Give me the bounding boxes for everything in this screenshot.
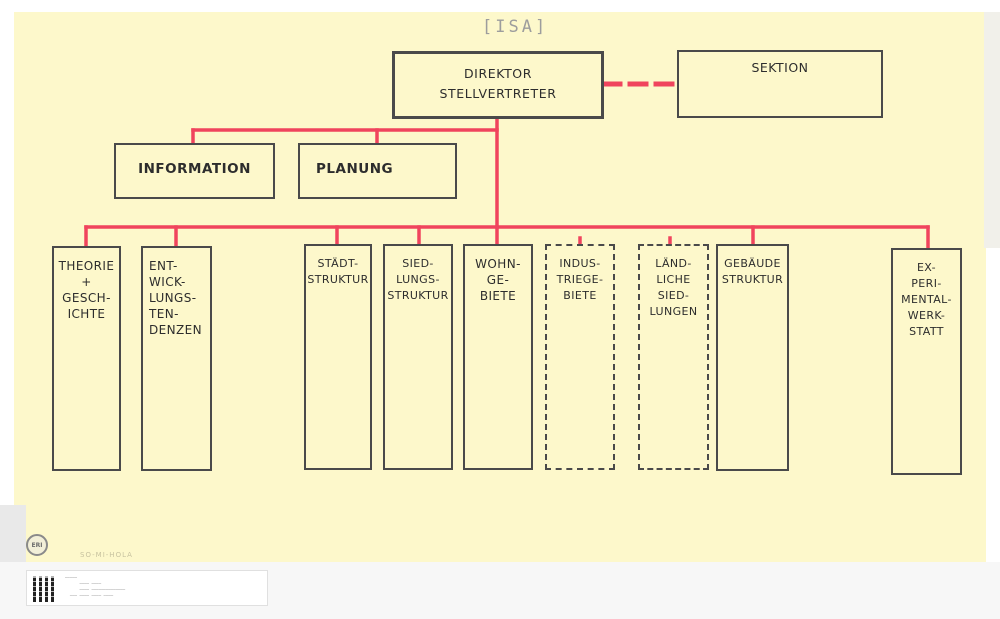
department-staedt: STÄDT- STRUKTUR xyxy=(304,244,372,470)
label-line: PERI- xyxy=(911,277,942,290)
section-label: SEKTION xyxy=(751,60,809,75)
department-label: SIED- LUNGS- STRUKTUR xyxy=(385,256,451,304)
section-box: SEKTION xyxy=(677,50,883,118)
director-line-1: DIREKTOR xyxy=(463,66,533,81)
label-line: STATT xyxy=(909,325,944,338)
label-line: + xyxy=(81,275,92,289)
qr-code-icon xyxy=(33,576,59,602)
label-line: WOHN- xyxy=(475,257,521,271)
label-line: SIED- xyxy=(402,257,434,270)
label-text-lines: ————— ———— ———— ———— —————————————— ——— … xyxy=(65,575,126,598)
diagram-title: [ISA] xyxy=(482,17,549,37)
label-line: GEBÄUDE xyxy=(724,257,781,270)
archive-stamp: ERI xyxy=(26,534,48,556)
information-box: INFORMATION xyxy=(114,143,275,199)
department-label: STÄDT- STRUKTUR xyxy=(306,256,370,288)
archive-label-card: ————— ———— ———— ———— —————————————— ——— … xyxy=(26,570,268,606)
department-label: WOHN- GE- BIETE xyxy=(465,256,531,304)
department-label: INDUS- TRIEGE- BIETE xyxy=(547,256,613,304)
label-line: TRIEGE- xyxy=(556,273,604,286)
label-line: DENZEN xyxy=(149,323,202,337)
department-sied: SIED- LUNGS- STRUKTUR xyxy=(383,244,453,470)
label-line: THEORIE xyxy=(58,259,115,273)
department-wohn: WOHN- GE- BIETE xyxy=(463,244,533,470)
label-line: LICHE xyxy=(656,273,691,286)
label-line: STÄDT- xyxy=(317,257,359,270)
department-theorie: THEORIE + GESCH- ICHTE xyxy=(52,246,121,471)
label-line: SIED- xyxy=(657,289,690,302)
information-label: INFORMATION xyxy=(138,161,251,177)
label-line: STRUKTUR xyxy=(721,273,784,286)
label-line: LUNGS- xyxy=(149,291,197,305)
department-experimental: EX- PERI- MENTAL- WERK- STATT xyxy=(891,248,962,475)
sheet-edge xyxy=(984,12,1000,248)
label-line: STRUKTUR xyxy=(307,273,369,286)
label-line: ICHTE xyxy=(67,307,106,321)
department-label: GEBÄUDE STRUKTUR xyxy=(718,256,787,288)
department-entwicklung: ENT- WICK- LUNGS- TEN- DENZEN xyxy=(141,246,212,471)
department-gebaeude: GEBÄUDE STRUKTUR xyxy=(716,244,789,471)
label-line: BIETE xyxy=(563,289,597,302)
label-line: TEN- xyxy=(149,307,179,321)
planung-box: PLANUNG xyxy=(298,143,457,199)
label-line: EX- xyxy=(916,261,937,274)
department-label: THEORIE + GESCH- ICHTE xyxy=(54,258,119,322)
label-line: GESCH- xyxy=(62,291,111,305)
scan-margin xyxy=(0,505,26,562)
label-line: LÄND- xyxy=(655,257,692,270)
label-line: LUNGEN xyxy=(649,305,698,318)
department-indus: INDUS- TRIEGE- BIETE xyxy=(545,244,615,470)
department-label: EX- PERI- MENTAL- WERK- STATT xyxy=(893,260,960,340)
label-line: LUNGS- xyxy=(396,273,440,286)
label-line: GE- xyxy=(486,273,510,287)
department-laend: LÄND- LICHE SIED- LUNGEN xyxy=(638,244,709,470)
director-line-2: STELLVERTRETER xyxy=(439,86,557,101)
director-box: DIREKTOR STELLVERTRETER xyxy=(392,51,604,119)
planung-label: PLANUNG xyxy=(316,161,394,177)
stamp-text: ERI xyxy=(31,542,43,549)
label-line: WICK- xyxy=(149,275,186,289)
label-line: STRUKTUR xyxy=(387,289,449,302)
label-line: ENT- xyxy=(149,259,178,273)
label-line: INDUS- xyxy=(559,257,601,270)
department-label: LÄND- LICHE SIED- LUNGEN xyxy=(640,256,707,320)
department-label: ENT- WICK- LUNGS- TEN- DENZEN xyxy=(143,258,210,338)
label-line: MENTAL- xyxy=(901,293,952,306)
label-line: BIETE xyxy=(479,289,517,303)
director-label: DIREKTOR STELLVERTRETER xyxy=(395,64,601,104)
archive-mark: SO-MI-HOLA xyxy=(80,551,133,559)
label-line: WERK- xyxy=(907,309,946,322)
